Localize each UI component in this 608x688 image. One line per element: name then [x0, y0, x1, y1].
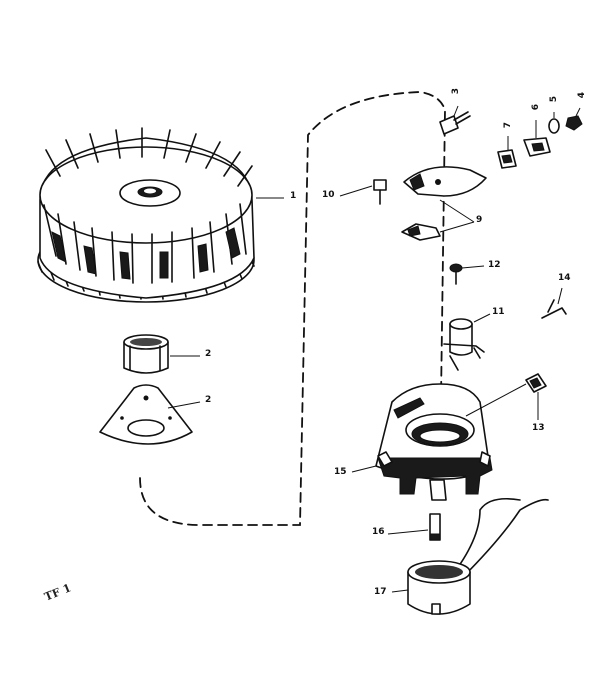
callout-2: 2	[205, 349, 212, 359]
breaker-housing	[375, 383, 493, 501]
spring	[541, 299, 567, 319]
callout-15: 15	[334, 467, 347, 477]
nut	[565, 115, 583, 131]
callout-1: 1	[290, 191, 297, 201]
callout-11: 11	[492, 307, 505, 317]
bracket-plate	[99, 384, 193, 445]
callout-12: 12	[488, 260, 501, 270]
screw	[449, 263, 463, 285]
callout-6: 6	[531, 104, 541, 111]
callout-17: 17	[374, 587, 387, 597]
breaker-points	[401, 166, 487, 241]
callout-16: 16	[372, 527, 385, 537]
washer	[548, 118, 560, 134]
terminal-clip	[523, 137, 551, 157]
screw	[439, 111, 471, 135]
callout-2: 2	[205, 395, 212, 405]
callout-13: 13	[532, 423, 545, 433]
sleeve	[123, 334, 169, 374]
flywheel	[37, 127, 255, 303]
insulator	[497, 149, 517, 169]
wire-routing-line	[139, 91, 446, 526]
callout-14: 14	[558, 273, 571, 283]
condenser	[443, 318, 485, 371]
ignition-coil	[407, 497, 549, 615]
gasket	[525, 373, 547, 393]
callout-3: 3	[451, 88, 461, 95]
callout-4: 4	[577, 92, 587, 99]
callout-9: 9	[476, 215, 483, 225]
callout-10: 10	[322, 190, 335, 200]
callout-5: 5	[549, 96, 559, 103]
plunger	[429, 513, 441, 541]
callout-7: 7	[503, 122, 513, 129]
screw	[373, 179, 387, 205]
